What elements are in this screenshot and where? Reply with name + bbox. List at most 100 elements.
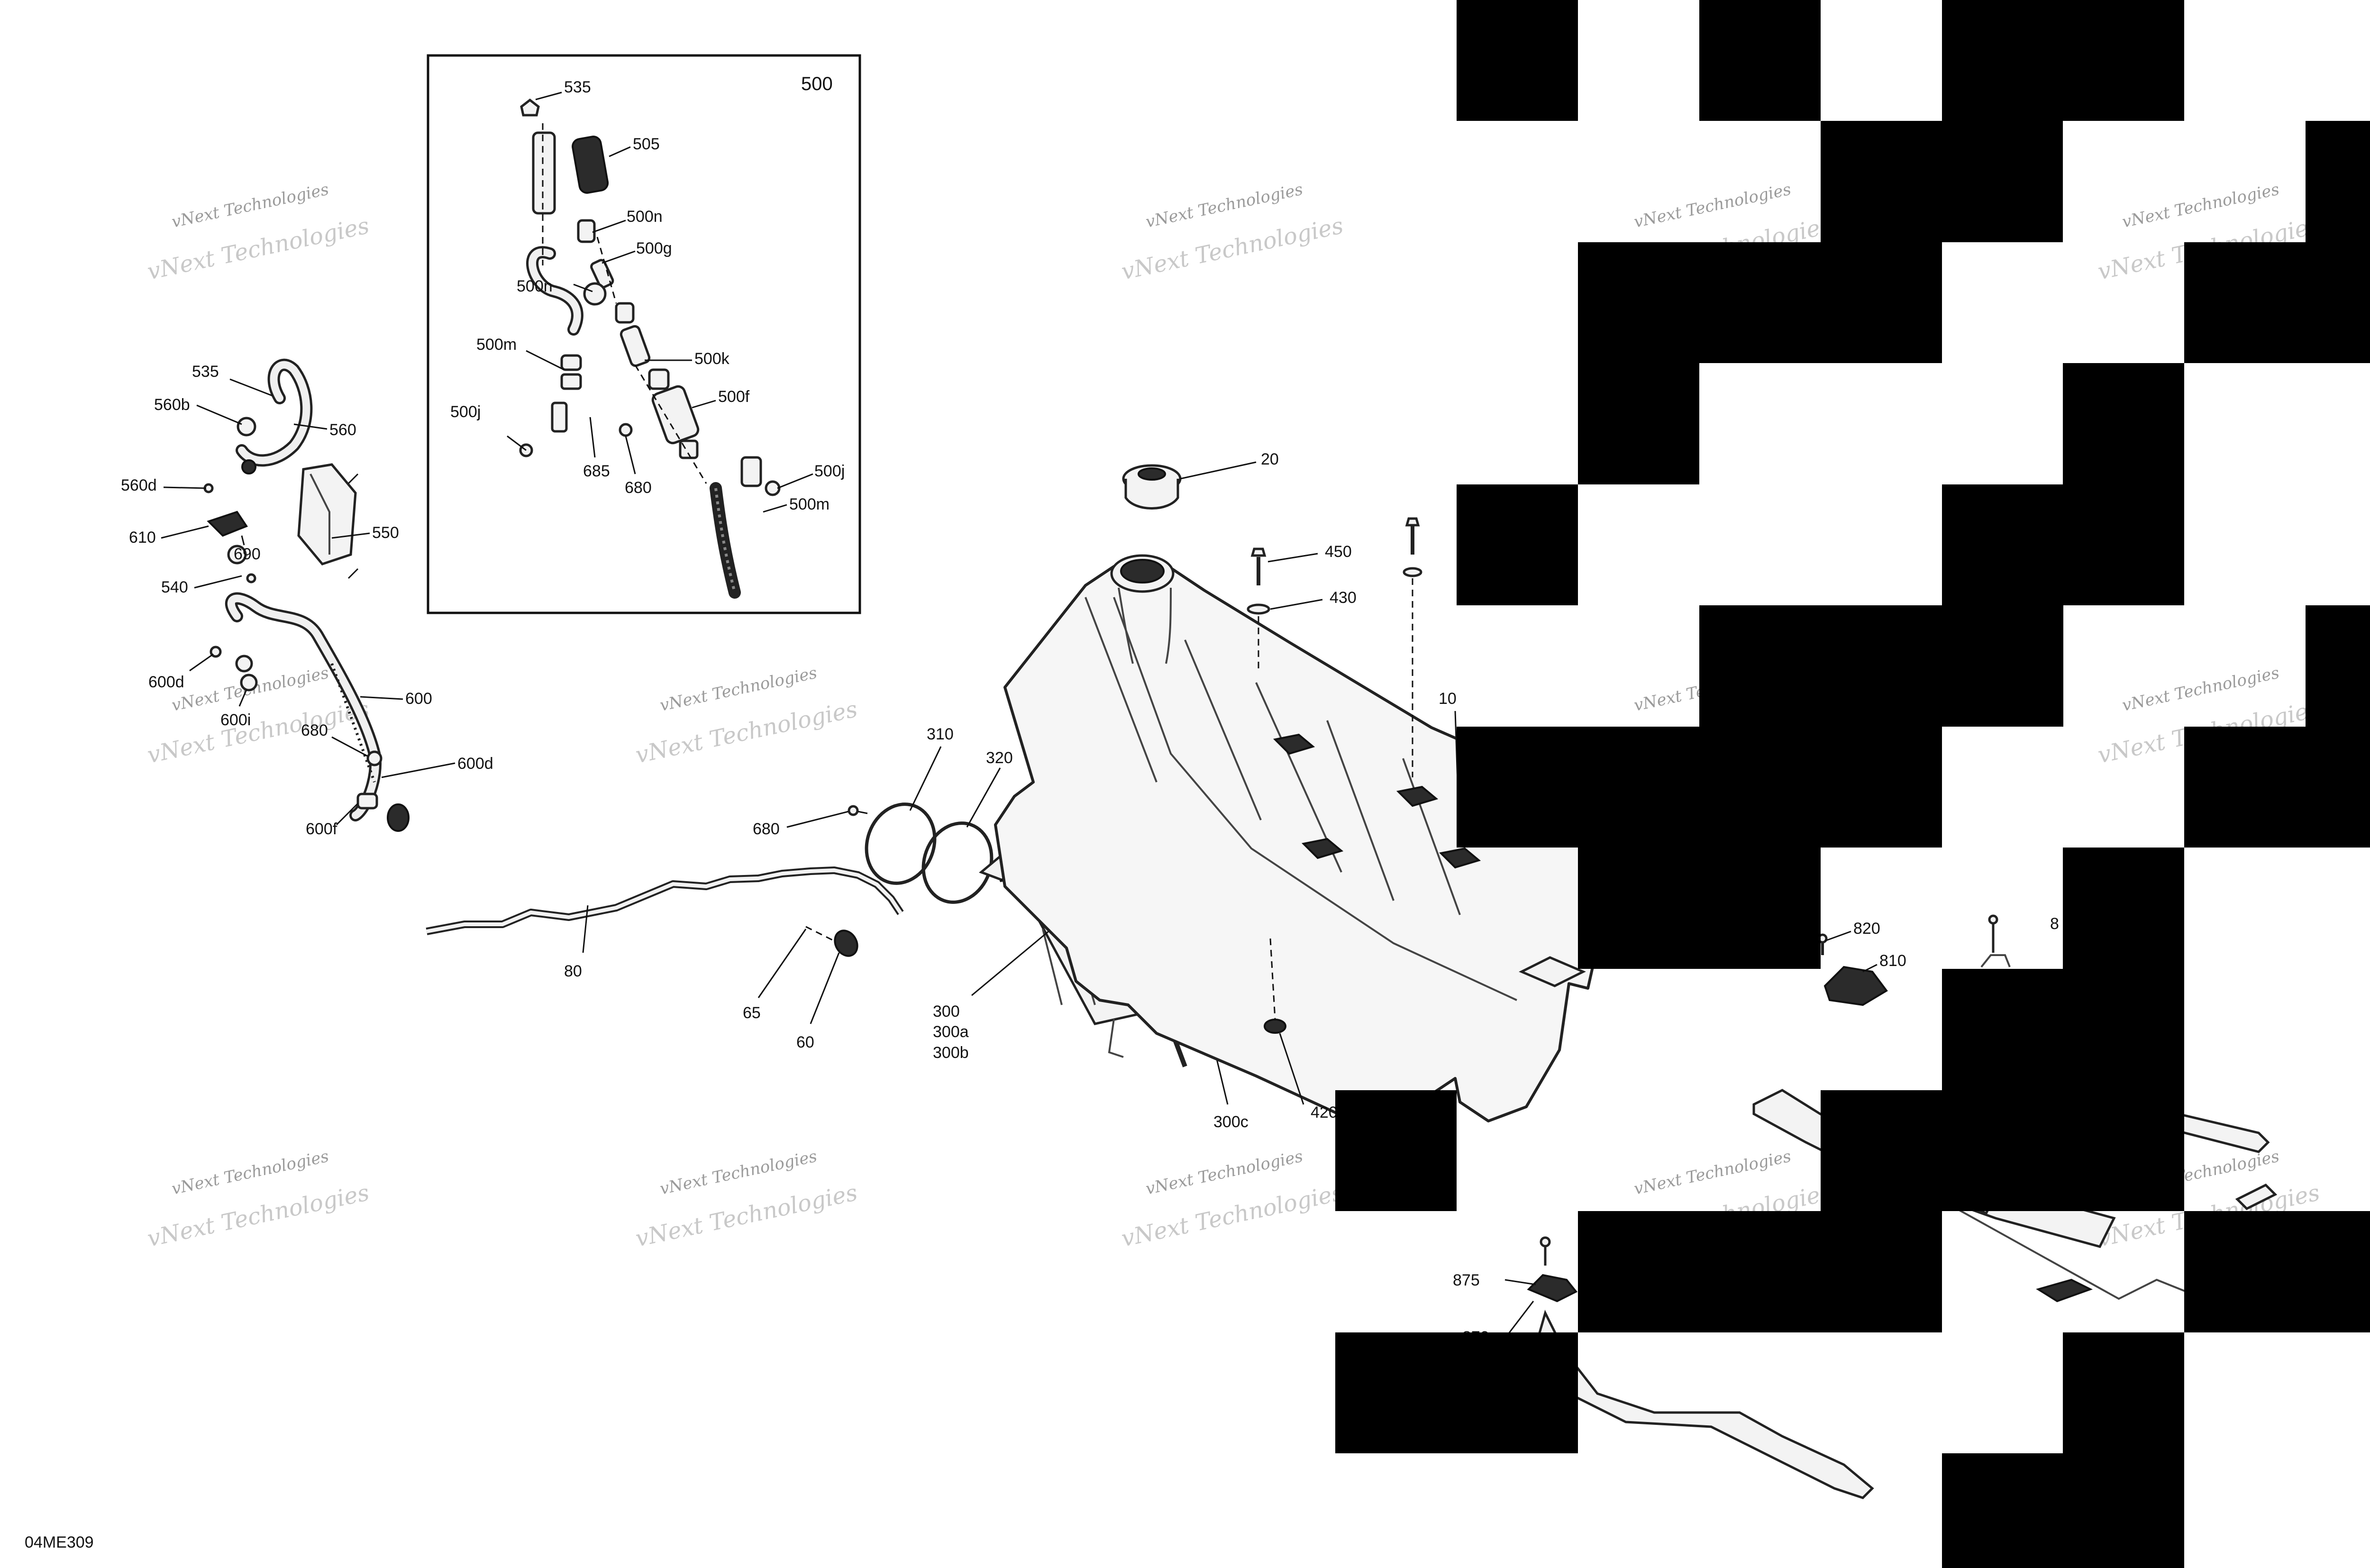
callout-600: 600 bbox=[405, 690, 432, 708]
callout-600d-a: 600d bbox=[148, 673, 184, 691]
inset-title: 500 bbox=[801, 73, 833, 94]
occlusion-block bbox=[2306, 605, 2370, 727]
callout-60: 60 bbox=[796, 1033, 814, 1051]
callout-680-b: 680 bbox=[753, 820, 780, 838]
svg-text:vNext Technologies: vNext Technologies bbox=[1632, 180, 1793, 231]
occlusion-block bbox=[2063, 363, 2184, 484]
callout-610: 610 bbox=[129, 529, 156, 547]
callout-560b: 560b bbox=[154, 396, 190, 414]
callout-500g: 500g bbox=[636, 239, 672, 257]
occlusion-block bbox=[1821, 121, 2063, 242]
callout-550: 550 bbox=[372, 524, 399, 542]
callout-8x: 8 bbox=[2050, 915, 2059, 933]
occlusion-block bbox=[1821, 1090, 1942, 1211]
occlusion-block bbox=[2184, 727, 2370, 848]
svg-text:vNext Technologies: vNext Technologies bbox=[658, 663, 819, 715]
occlusion-block bbox=[1942, 969, 2184, 1090]
callout-535: 535 bbox=[192, 363, 219, 381]
callout-540: 540 bbox=[161, 578, 188, 596]
svg-text:vNext Technologies: vNext Technologies bbox=[2121, 663, 2281, 715]
svg-text:vNext Technologies: vNext Technologies bbox=[2121, 180, 2281, 231]
callout-430: 430 bbox=[1330, 589, 1357, 607]
callout-600i: 600i bbox=[220, 711, 251, 729]
svg-text:vNext Technologies: vNext Technologies bbox=[170, 180, 331, 231]
callout-810: 810 bbox=[1879, 952, 1906, 970]
callout-685: 685 bbox=[583, 462, 610, 480]
callout-310: 310 bbox=[927, 725, 954, 743]
callout-680-inset: 680 bbox=[625, 479, 652, 497]
svg-text:vNext Technologies: vNext Technologies bbox=[170, 1147, 331, 1198]
callout-300c: 300c bbox=[1213, 1113, 1249, 1131]
callout-500f: 500f bbox=[718, 388, 750, 406]
occlusion-block bbox=[1457, 0, 1578, 121]
svg-text:vNext Technologies: vNext Technologies bbox=[1144, 180, 1305, 231]
callout-500n-a: 500n bbox=[627, 208, 663, 226]
occlusion-block bbox=[1942, 0, 2184, 121]
callout-690: 690 bbox=[234, 545, 261, 563]
callout-500j-a: 500j bbox=[450, 403, 481, 421]
occlusion-block bbox=[1699, 0, 1821, 121]
inset-fuel-line bbox=[519, 98, 781, 599]
occlusion-block bbox=[1335, 1090, 1457, 1211]
occlusion-block bbox=[1578, 242, 1942, 363]
callout-560: 560 bbox=[329, 421, 356, 439]
occlusion-block bbox=[1699, 727, 1942, 848]
occlusion-block bbox=[1578, 848, 1821, 969]
callout-600f: 600f bbox=[306, 820, 337, 838]
callout-80: 80 bbox=[564, 962, 582, 980]
callout-300: 300 bbox=[933, 1003, 960, 1021]
occlusion-blocks bbox=[1335, 0, 2370, 1568]
inset-callouts: 535 505 500n 500g 500n 500k 500m 500f 50… bbox=[450, 78, 845, 513]
callout-500m-b: 500m bbox=[789, 495, 830, 513]
occlusion-block bbox=[1457, 484, 1578, 605]
occlusion-block bbox=[1942, 484, 2184, 605]
callout-680-a: 680 bbox=[301, 721, 328, 739]
callout-875: 875 bbox=[1453, 1271, 1480, 1289]
callout-320: 320 bbox=[986, 749, 1013, 767]
occlusion-block bbox=[1578, 363, 1699, 484]
callout-505: 505 bbox=[633, 135, 660, 153]
diagram-code: 04ME309 bbox=[25, 1533, 94, 1551]
callout-820: 820 bbox=[1853, 920, 1880, 938]
callout-500k: 500k bbox=[694, 350, 730, 368]
callout-500n-b: 500n bbox=[517, 277, 553, 295]
occlusion-block bbox=[2063, 848, 2184, 969]
occlusion-block bbox=[2184, 1211, 2370, 1332]
svg-text:vNext Technologies: vNext Technologies bbox=[658, 1147, 819, 1198]
callout-535-inset: 535 bbox=[564, 78, 591, 96]
callout-10: 10 bbox=[1439, 690, 1457, 708]
svg-text:vNext Technologies: vNext Technologies bbox=[1144, 1147, 1305, 1198]
occlusion-block bbox=[2306, 121, 2370, 242]
callout-560d: 560d bbox=[121, 476, 157, 494]
tank-callouts: 20 450 430 10 420 bbox=[1180, 450, 1458, 1121]
occlusion-block bbox=[1335, 1332, 1578, 1453]
callout-65: 65 bbox=[743, 1004, 761, 1022]
inset-frame bbox=[427, 54, 861, 614]
left-callouts: 535 560b 560 560d 690 610 550 540 600d 6… bbox=[121, 363, 493, 838]
callout-300a: 300a bbox=[933, 1023, 969, 1041]
callout-450: 450 bbox=[1325, 543, 1352, 561]
occlusion-block bbox=[2063, 1332, 2184, 1453]
vent-hose-assembly bbox=[203, 358, 410, 832]
occlusion-block bbox=[1457, 727, 1699, 848]
occlusion-block bbox=[1942, 1090, 2184, 1211]
svg-text:vNext Technologies: vNext Technologies bbox=[1632, 1147, 1793, 1198]
callout-600d-b: 600d bbox=[457, 755, 493, 773]
callout-420: 420 bbox=[1311, 1103, 1338, 1121]
callout-20: 20 bbox=[1261, 450, 1279, 468]
occlusion-block bbox=[1578, 1211, 1942, 1332]
inset-500: 500 bbox=[427, 54, 861, 614]
callout-500m-a: 500m bbox=[476, 336, 517, 354]
callout-500j-b: 500j bbox=[814, 462, 845, 480]
occlusion-block bbox=[1942, 1453, 2184, 1568]
occlusion-block bbox=[1699, 605, 2063, 727]
occlusion-block bbox=[2184, 242, 2370, 363]
callout-300b: 300b bbox=[933, 1044, 969, 1062]
